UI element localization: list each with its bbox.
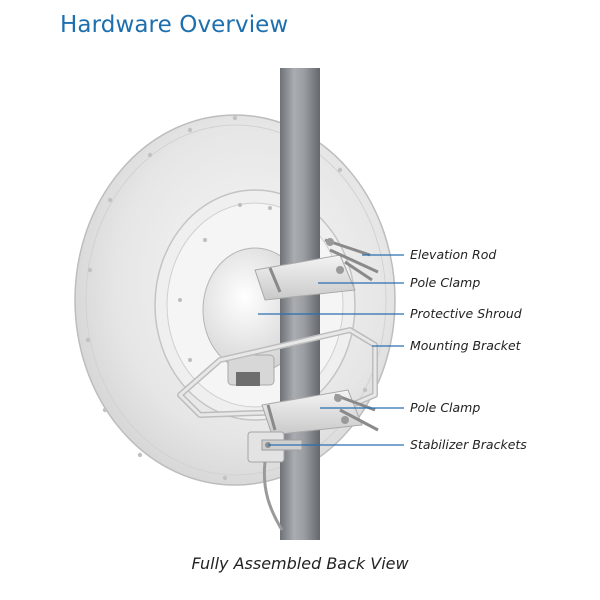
page-title: Hardware Overview bbox=[60, 12, 289, 38]
callout-elevation-rod: Elevation Rod bbox=[410, 247, 497, 262]
callout-mounting-bracket: Mounting Bracket bbox=[410, 338, 521, 353]
callout-protective-shroud: Protective Shroud bbox=[410, 306, 522, 321]
mounting-pole bbox=[280, 68, 320, 540]
callout-stabilizer-brackets: Stabilizer Brackets bbox=[410, 437, 527, 452]
figure-caption: Fully Assembled Back View bbox=[191, 554, 409, 573]
callout-pole-clamp-lower: Pole Clamp bbox=[410, 400, 481, 415]
callout-pole-clamp-upper: Pole Clamp bbox=[410, 275, 481, 290]
upper-pole-clamp bbox=[254, 238, 379, 301]
callout-lines bbox=[258, 254, 404, 446]
